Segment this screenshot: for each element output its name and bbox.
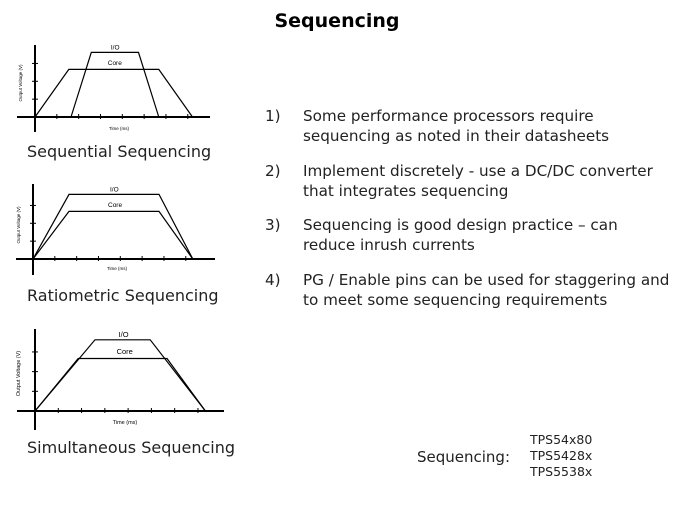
io-curve-label: I/O xyxy=(111,44,120,51)
list-item-text: Implement discretely - use a DC/DC conve… xyxy=(303,161,653,200)
x-axis-label: Time (ms) xyxy=(113,420,138,426)
core-voltage-line xyxy=(32,210,194,260)
simultaneous-sequencing-caption: Simultaneous Sequencing xyxy=(27,438,236,457)
list-item-text: Sequencing is good design practice – can… xyxy=(303,216,618,254)
io-voltage-line xyxy=(34,339,206,412)
simultaneous-sequencing-chart: Core I/O Time (ms) Output Voltage (V) xyxy=(16,329,224,430)
core-curve-label: Core xyxy=(108,202,122,209)
core-voltage-line xyxy=(34,357,206,412)
sequential-sequencing-caption: Sequential Sequencing xyxy=(27,142,212,161)
part-number: TPS54x80 xyxy=(530,432,593,447)
y-axis-label: Output Voltage (V) xyxy=(16,351,22,396)
x-axis-label: Time (ms) xyxy=(109,126,130,131)
y-axis-label: Output Voltage (V) xyxy=(16,206,21,244)
list-item-text: Some performance processors require sequ… xyxy=(303,107,610,145)
slide-title: Sequencing xyxy=(274,10,400,32)
core-voltage-line xyxy=(34,68,193,118)
list-item: 4) PG / Enable pins can be used for stag… xyxy=(265,270,670,310)
sequencing-parts-list: TPS54x80 TPS5428x TPS5538x xyxy=(530,432,592,480)
list-item-text: PG / Enable pins can be used for stagger… xyxy=(303,270,670,309)
y-axis-label: Output Voltage (V) xyxy=(18,64,23,102)
list-item: 3) Sequencing is good design practice – … xyxy=(265,215,670,255)
ratiometric-sequencing-caption: Ratiometric Sequencing xyxy=(27,286,219,305)
part-number: TPS5538x xyxy=(530,464,593,479)
part-number: TPS5428x xyxy=(530,448,593,463)
bullet-list: 1) Some performance processors require s… xyxy=(265,106,670,324)
list-item-number: 2) xyxy=(265,161,281,180)
list-item-number: 4) xyxy=(265,270,281,289)
core-curve-label: Core xyxy=(117,347,133,356)
x-axis-label: Time (ms) xyxy=(107,266,128,271)
io-voltage-line xyxy=(32,193,194,260)
sequencing-parts-label: Sequencing: xyxy=(417,448,511,466)
core-curve-label: Core xyxy=(108,60,122,67)
list-item: 2) Implement discretely - use a DC/DC co… xyxy=(265,161,670,201)
io-curve-label: I/O xyxy=(119,330,129,339)
list-item-number: 3) xyxy=(265,216,281,234)
list-item-number: 1) xyxy=(265,107,281,125)
io-curve-label: I/O xyxy=(110,186,119,193)
io-voltage-line xyxy=(70,51,160,118)
sequential-sequencing-chart: Core I/O Time (ms) Output Voltage (V) xyxy=(17,44,210,132)
list-item: 1) Some performance processors require s… xyxy=(265,106,670,146)
